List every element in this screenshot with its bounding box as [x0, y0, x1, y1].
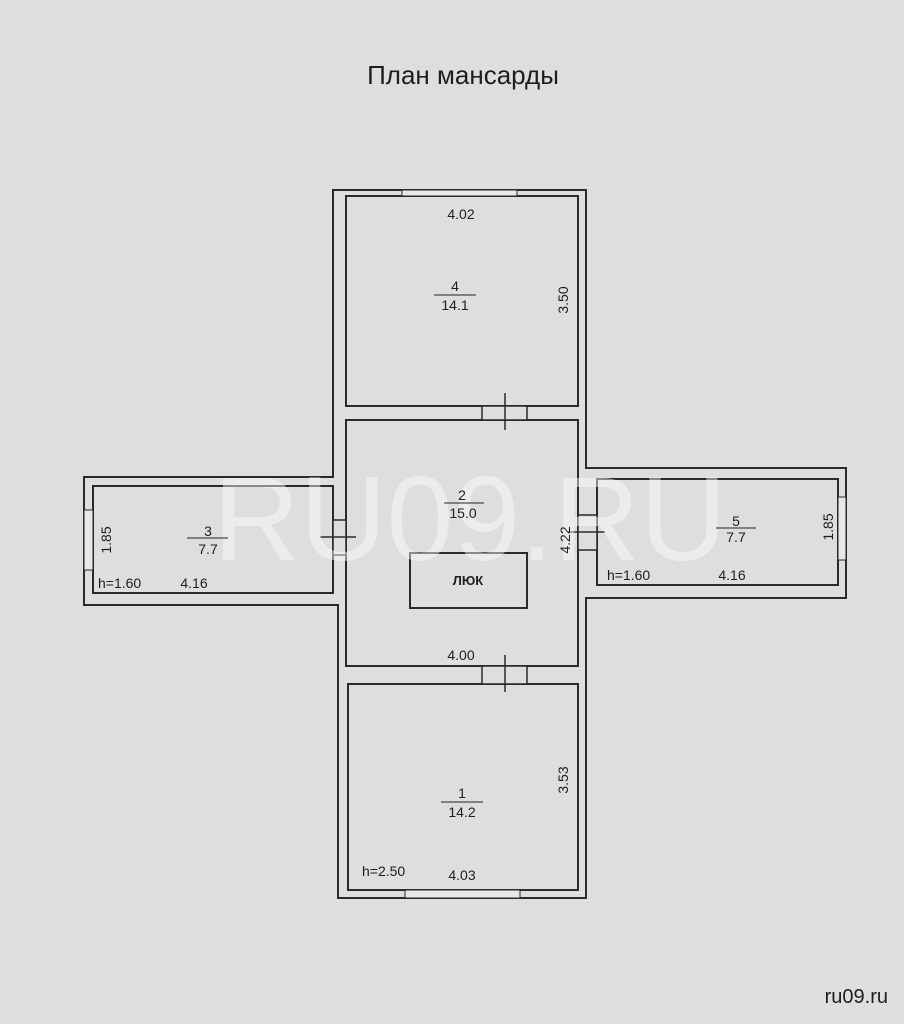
room-3-number: 3	[204, 523, 212, 539]
hatch	[409, 552, 528, 609]
window-room-4	[401, 189, 518, 197]
room-3-width: 4.16	[180, 575, 207, 591]
footer-site: ru09.ru	[825, 986, 888, 1008]
room-2-number: 2	[458, 487, 466, 503]
plan-title: План мансарды	[367, 60, 559, 90]
window-room-3	[83, 509, 94, 571]
room-1-area: 14.2	[448, 804, 475, 820]
room-5-area: 7.7	[726, 529, 746, 545]
room-1-height: h=2.50	[362, 863, 405, 879]
room-5-height: h=1.60	[607, 567, 650, 583]
room-1-width: 4.03	[448, 867, 475, 883]
room-4-area: 14.1	[441, 297, 468, 313]
room-3-area: 7.7	[198, 541, 218, 557]
doors	[320, 393, 605, 692]
room-2-area: 15.0	[449, 505, 476, 521]
outer-wall	[83, 189, 847, 899]
room-4-width: 4.02	[447, 206, 474, 222]
watermark: RU09.RU	[213, 452, 726, 586]
room-4-length: 3.50	[555, 286, 571, 313]
room-3-height: h=1.60	[98, 575, 141, 591]
room-3-length: 1.85	[98, 526, 114, 553]
room-5-length: 1.85	[820, 513, 836, 540]
room-4-number: 4	[451, 278, 459, 294]
room-1-number: 1	[458, 785, 466, 801]
room-1-length: 3.53	[555, 766, 571, 793]
hatch-label: ЛЮК	[453, 573, 484, 588]
room-5-number: 5	[732, 513, 740, 529]
room-2-width: 4.00	[447, 647, 474, 663]
room-5-width: 4.16	[718, 567, 745, 583]
room-2-length: 4.22	[557, 526, 573, 553]
window-room-5	[837, 496, 847, 561]
window-room-1	[404, 889, 521, 899]
windows	[83, 189, 847, 899]
